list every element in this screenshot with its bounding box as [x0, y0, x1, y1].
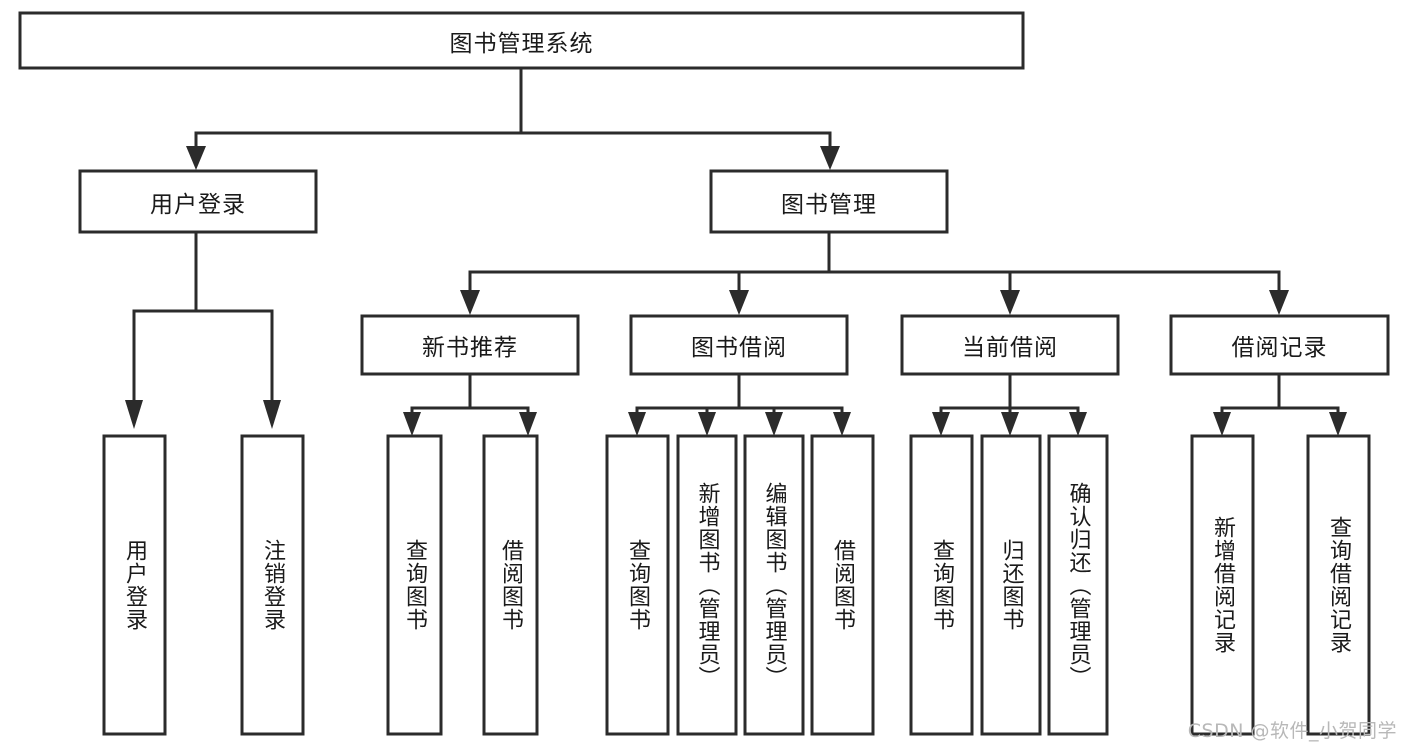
leaf-box-query-book-3[interactable]	[909, 434, 974, 736]
node-book-borrow[interactable]	[629, 314, 849, 376]
node-root[interactable]	[18, 11, 1025, 70]
leaf-box-user-login[interactable]	[102, 434, 167, 736]
leaf-box-logout[interactable]	[240, 434, 305, 736]
leaf-box-add-book[interactable]	[676, 434, 738, 736]
arrow-root-to-userlogin-icon	[186, 146, 206, 170]
leaf-box-query-record[interactable]	[1306, 434, 1371, 736]
leaf-box-confirm-return[interactable]	[1047, 434, 1109, 736]
arrow-userlogin-leaf-1-icon	[125, 400, 143, 429]
leaf-box-query-book-2[interactable]	[605, 434, 670, 736]
arrow-bm-to-currentborrow-icon	[1000, 290, 1020, 315]
arrow-cb-leaf-2-icon	[1001, 412, 1019, 436]
arrow-br-leaf-2-icon	[1329, 412, 1347, 436]
leaf-box-query-book-1[interactable]	[386, 434, 443, 736]
leaf-box-borrow-book-1[interactable]	[482, 434, 539, 736]
arrow-root-to-bookmanage-icon	[820, 146, 840, 170]
leaf-box-return-book[interactable]	[980, 434, 1042, 736]
node-borrow-record[interactable]	[1169, 314, 1390, 376]
node-book-manage[interactable]	[709, 169, 949, 234]
node-new-book-recommend[interactable]	[360, 314, 580, 376]
arrow-cb-leaf-1-icon	[932, 412, 950, 436]
arrow-bm-to-newbook-icon	[460, 290, 480, 315]
arrow-bb-leaf-3-icon	[765, 412, 783, 436]
arrow-bm-to-borrowrecord-icon	[1269, 290, 1289, 315]
node-current-borrow[interactable]	[900, 314, 1120, 376]
arrow-userlogin-leaf-2-icon	[263, 400, 281, 429]
csdn-watermark: CSDN @软件_小贺同学	[1187, 720, 1397, 742]
leaf-box-add-record[interactable]	[1190, 434, 1255, 736]
arrow-bb-leaf-4-icon	[833, 412, 851, 436]
arrow-br-leaf-1-icon	[1213, 412, 1231, 436]
arrow-bb-leaf-2-icon	[698, 412, 716, 436]
arrow-nb-leaf-1-icon	[403, 412, 421, 436]
node-user-login[interactable]	[78, 169, 318, 234]
leaf-box-edit-book[interactable]	[743, 434, 805, 736]
arrow-bb-leaf-1-icon	[628, 412, 646, 436]
leaf-box-borrow-book-2[interactable]	[810, 434, 875, 736]
arrow-bm-to-bookborrow-icon	[729, 290, 749, 315]
arrow-cb-leaf-3-icon	[1069, 412, 1087, 436]
arrow-nb-leaf-2-icon	[519, 412, 537, 436]
